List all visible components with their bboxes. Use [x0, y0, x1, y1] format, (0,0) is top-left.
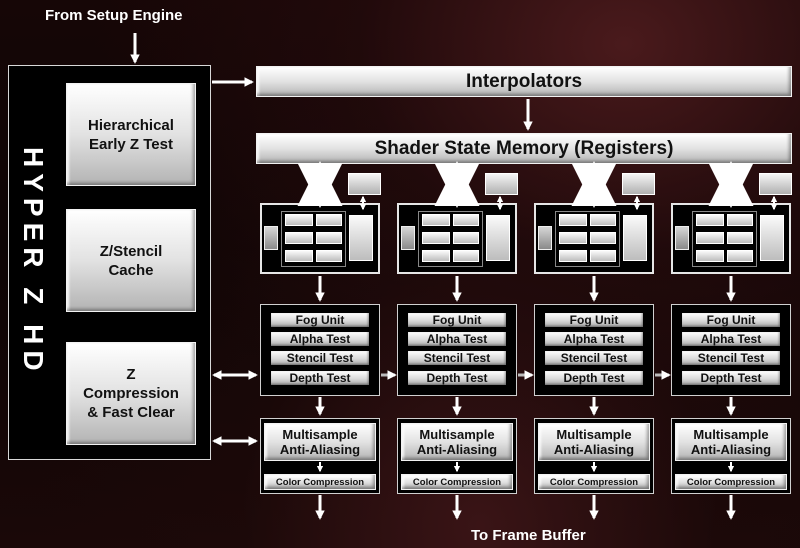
alu-block — [727, 250, 753, 262]
depth-test-label: Depth Test — [682, 371, 780, 385]
depth-test-label: Depth Test — [545, 371, 643, 385]
alu-block — [559, 232, 587, 244]
alu-cluster — [692, 211, 757, 267]
alu-block — [590, 232, 616, 244]
alu-block — [422, 214, 450, 226]
alu-block — [590, 250, 616, 262]
shader-state-memory-bar: Shader State Memory (Registers) — [256, 133, 792, 164]
branch-unit — [486, 215, 510, 261]
hierarchical-early-z-block: Hierarchical Early Z Test — [66, 83, 196, 186]
alu-cluster — [555, 211, 620, 267]
alu-block — [316, 232, 342, 244]
alu-block — [453, 250, 479, 262]
alu-block — [285, 214, 313, 226]
alpha-test-label: Alpha Test — [271, 332, 369, 346]
alu-block — [316, 214, 342, 226]
alpha-test-label: Alpha Test — [682, 332, 780, 346]
alu-cluster — [281, 211, 346, 267]
alpha-test-label: Alpha Test — [408, 332, 506, 346]
color-compression-label: Color Compression — [401, 474, 513, 490]
alu-block — [559, 250, 587, 262]
branch-unit — [760, 215, 784, 261]
register-file-block — [348, 173, 381, 195]
z-stencil-cache-block: Z/Stencil Cache — [66, 209, 196, 312]
alpha-test-label: Alpha Test — [545, 332, 643, 346]
pipeline-0-arrows — [297, 161, 367, 520]
z-compression-block: Z Compression & Fast Clear — [66, 342, 196, 445]
shader-state-memory-label: Shader State Memory (Registers) — [374, 137, 674, 159]
to-frame-buffer-caption: To Frame Buffer — [471, 527, 586, 544]
stencil-test-label: Stencil Test — [682, 351, 780, 365]
alu-block — [285, 232, 313, 244]
color-compression-label: Color Compression — [538, 474, 650, 490]
core-unit — [675, 226, 689, 250]
fog-unit-label: Fog Unit — [682, 313, 780, 327]
alu-block — [696, 214, 724, 226]
color-compression-label: Color Compression — [264, 474, 376, 490]
hyper-z-title: HYPER Z HD — [18, 147, 49, 377]
stencil-test-label: Stencil Test — [545, 351, 643, 365]
depth-test-label: Depth Test — [271, 371, 369, 385]
stencil-test-label: Stencil Test — [408, 351, 506, 365]
register-file-block — [485, 173, 518, 195]
alu-block — [316, 250, 342, 262]
core-unit — [401, 226, 415, 250]
color-compression-label: Color Compression — [675, 474, 787, 490]
fog-unit-label: Fog Unit — [408, 313, 506, 327]
multisample-aa-label: Multisample Anti-Aliasing — [675, 423, 787, 461]
from-setup-engine-caption: From Setup Engine — [45, 7, 183, 24]
alu-block — [285, 250, 313, 262]
pipeline-3-arrows — [708, 161, 778, 520]
core-unit — [538, 226, 552, 250]
interpolators-bar: Interpolators — [256, 66, 792, 97]
alu-block — [696, 232, 724, 244]
alu-block — [696, 250, 724, 262]
multisample-aa-label: Multisample Anti-Aliasing — [538, 423, 650, 461]
alu-cluster — [418, 211, 483, 267]
alu-block — [453, 232, 479, 244]
alu-block — [422, 232, 450, 244]
alu-block — [590, 214, 616, 226]
depth-test-label: Depth Test — [408, 371, 506, 385]
branch-unit — [349, 215, 373, 261]
alu-block — [727, 214, 753, 226]
pipeline-1-arrows — [434, 161, 504, 520]
fog-unit-label: Fog Unit — [545, 313, 643, 327]
multisample-aa-label: Multisample Anti-Aliasing — [401, 423, 513, 461]
register-file-block — [759, 173, 792, 195]
register-file-block — [622, 173, 655, 195]
core-unit — [264, 226, 278, 250]
alu-block — [453, 214, 479, 226]
multisample-aa-label: Multisample Anti-Aliasing — [264, 423, 376, 461]
interpolators-label: Interpolators — [465, 70, 583, 92]
branch-unit — [623, 215, 647, 261]
stencil-test-label: Stencil Test — [271, 351, 369, 365]
pipeline-2-arrows — [571, 161, 641, 520]
alu-block — [559, 214, 587, 226]
fog-unit-label: Fog Unit — [271, 313, 369, 327]
alu-block — [422, 250, 450, 262]
alu-block — [727, 232, 753, 244]
